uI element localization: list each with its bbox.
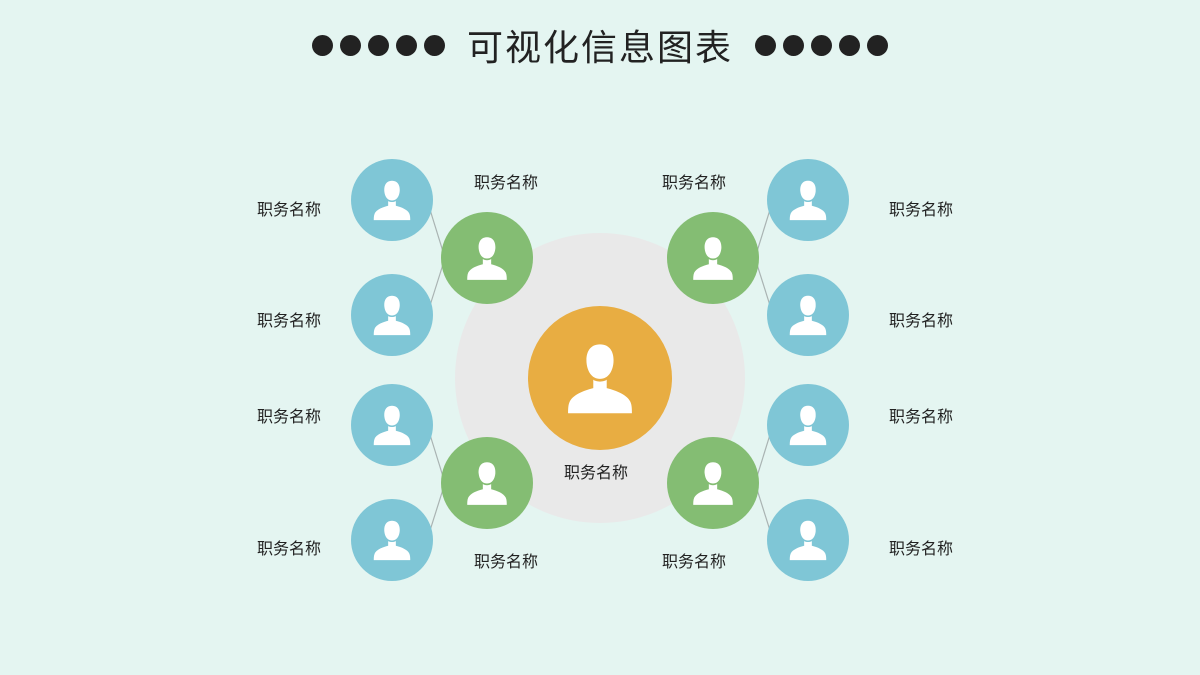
blue-node-label: 职务名称 xyxy=(256,200,322,219)
blue-node-label: 职务名称 xyxy=(888,407,954,426)
person-icon xyxy=(373,405,411,446)
dot xyxy=(339,34,361,56)
blue-node xyxy=(767,384,849,466)
blue-node-label: 职务名称 xyxy=(888,311,954,330)
dot xyxy=(839,34,860,56)
blue-node-label: 职务名称 xyxy=(256,539,322,558)
dot xyxy=(423,34,445,56)
person-icon xyxy=(789,295,827,336)
dot xyxy=(395,34,417,56)
person-icon xyxy=(789,520,827,561)
person-icon xyxy=(467,237,507,280)
dot xyxy=(311,34,333,56)
green-node-label: 职务名称 xyxy=(661,173,727,192)
person-icon xyxy=(789,405,827,446)
person-icon xyxy=(693,237,733,280)
blue-node-label: 职务名称 xyxy=(256,407,322,426)
blue-node-label: 职务名称 xyxy=(888,539,954,558)
dot xyxy=(367,34,389,56)
dot xyxy=(755,34,776,56)
dot xyxy=(867,34,888,56)
blue-node-label: 职务名称 xyxy=(256,311,322,330)
blue-node xyxy=(351,274,433,356)
person-icon xyxy=(789,180,827,221)
green-node xyxy=(441,212,533,304)
person-icon xyxy=(693,462,733,505)
person-icon xyxy=(373,180,411,221)
dot xyxy=(811,34,832,56)
green-node-label: 职务名称 xyxy=(661,552,727,571)
green-node xyxy=(667,437,759,529)
person-icon xyxy=(373,520,411,561)
right-dots xyxy=(755,34,888,56)
center-node xyxy=(528,306,672,450)
blue-node xyxy=(351,384,433,466)
page-title: 可视化信息图表 xyxy=(466,28,733,69)
blue-node xyxy=(767,159,849,241)
blue-node xyxy=(767,274,849,356)
dot xyxy=(783,34,804,56)
green-node-label: 职务名称 xyxy=(473,173,539,192)
person-icon xyxy=(467,462,507,505)
title-bar: 可视化信息图表 xyxy=(0,18,1200,72)
left-dots xyxy=(311,34,445,56)
green-node xyxy=(667,212,759,304)
person-icon xyxy=(568,344,632,414)
blue-node xyxy=(767,499,849,581)
center-label: 职务名称 xyxy=(563,463,629,482)
blue-node xyxy=(351,499,433,581)
blue-node-label: 职务名称 xyxy=(888,200,954,219)
person-icon xyxy=(373,295,411,336)
blue-node xyxy=(351,159,433,241)
green-node-label: 职务名称 xyxy=(473,552,539,571)
green-node xyxy=(441,437,533,529)
